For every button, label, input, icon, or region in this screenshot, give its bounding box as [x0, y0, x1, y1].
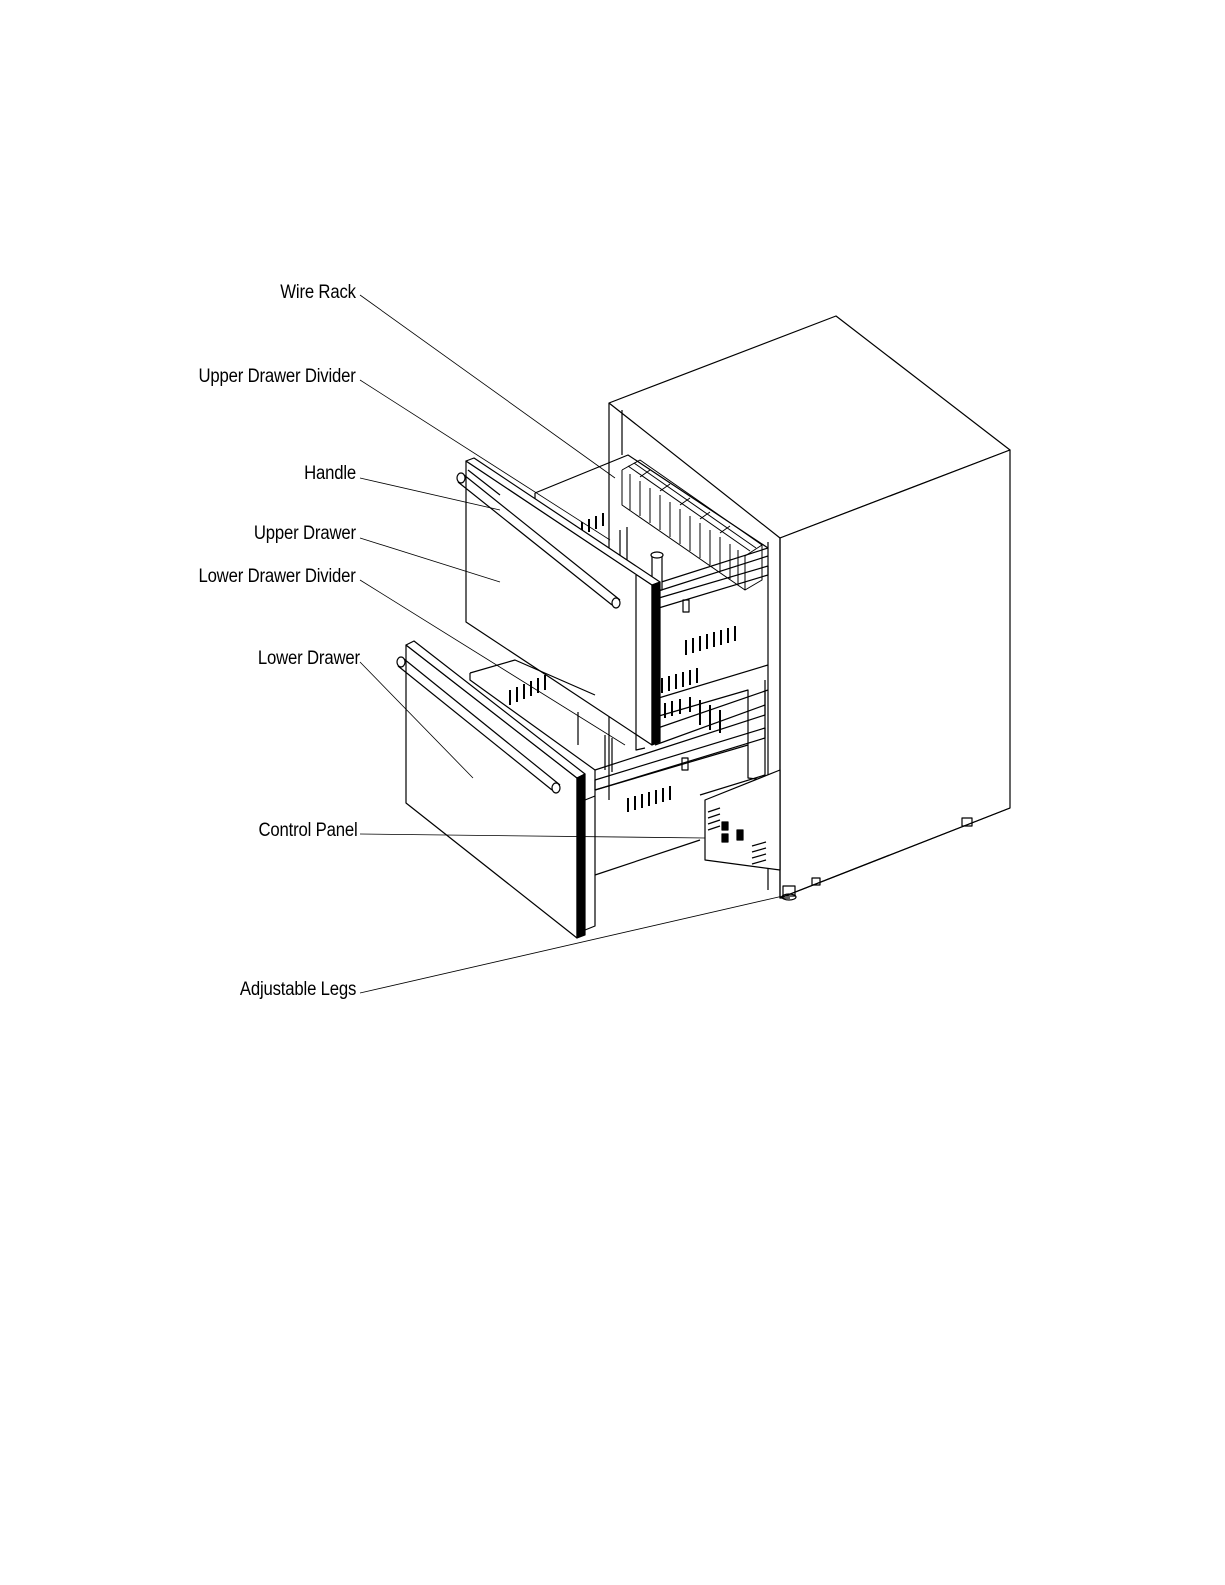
label-control-panel: Control Panel	[259, 820, 358, 842]
label-upper-drawer-divider: Upper Drawer Divider	[199, 366, 356, 388]
label-handle: Handle	[304, 463, 356, 485]
callout-wire-rack: Wire Rack	[56, 282, 356, 306]
control-panel	[705, 770, 780, 870]
callout-lower-drawer-divider: Lower Drawer Divider	[56, 566, 356, 590]
cabinet	[609, 316, 1010, 900]
label-lower-drawer-divider: Lower Drawer Divider	[199, 566, 356, 588]
label-wire-rack: Wire Rack	[280, 282, 356, 304]
callout-handle: Handle	[56, 463, 356, 487]
callout-upper-drawer-divider: Upper Drawer Divider	[56, 366, 356, 390]
callout-adjustable-legs: Adjustable Legs	[56, 979, 356, 1003]
label-adjustable-legs: Adjustable Legs	[240, 979, 356, 1001]
callout-control-panel: Control Panel	[58, 820, 358, 844]
label-lower-drawer: Lower Drawer	[258, 648, 360, 670]
callout-upper-drawer: Upper Drawer	[56, 523, 356, 547]
label-upper-drawer: Upper Drawer	[254, 523, 356, 545]
callout-lower-drawer: Lower Drawer	[60, 648, 360, 672]
